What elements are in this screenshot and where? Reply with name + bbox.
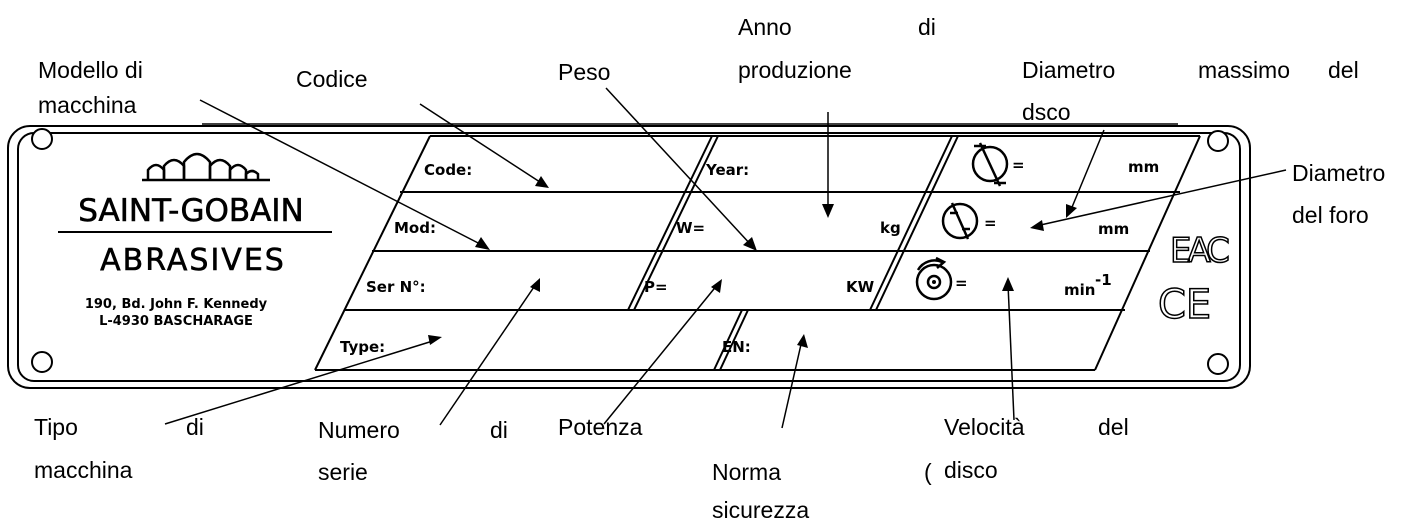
code-field-label: Code: — [424, 161, 472, 179]
address-line-2: L-4930 BASCHARAGE — [99, 314, 253, 329]
callout-tipo-line2: macchina — [34, 457, 133, 483]
outer-diameter-icon — [971, 142, 1009, 187]
callout-tipo-word2: di — [186, 414, 204, 440]
leader-arrowheads — [428, 176, 1077, 348]
callout-potenza: Potenza — [558, 414, 643, 440]
callout-velocita-line2: disco — [944, 457, 998, 483]
callout-tipo-word1: Tipo — [34, 414, 78, 440]
speed-equals: = — [955, 274, 968, 292]
power-field-label: P= — [644, 278, 668, 296]
power-unit: KW — [846, 278, 875, 296]
speed-unit-exponent: -1 — [1095, 271, 1112, 289]
callout-diametro-max-word1: Diametro — [1022, 57, 1115, 83]
bore-diameter-equals: = — [984, 214, 997, 232]
serial-field-label: Ser N°: — [366, 278, 426, 296]
callout-diametro-max-word3: del — [1328, 57, 1359, 83]
callout-norma-word1: Norma — [712, 459, 781, 485]
address-line-1: 190, Bd. John F. Kennedy — [85, 297, 268, 312]
brand-name: SAINT-GOBAIN — [78, 193, 303, 229]
callout-norma-line2: sicurezza — [712, 497, 809, 522]
callout-numero-word2: di — [490, 417, 508, 443]
type-field-label: Type: — [340, 338, 385, 356]
weight-unit: kg — [880, 219, 901, 237]
callout-diametro-foro-line2: del foro — [1292, 202, 1369, 228]
callout-anno-line2: produzione — [738, 57, 852, 83]
brand-subtitle: ABRASIVES — [100, 243, 286, 278]
callout-diametro-foro-line1: Diametro — [1292, 160, 1385, 186]
callout-modello-line1: Modello di — [38, 57, 143, 83]
speed-unit: min — [1064, 281, 1095, 299]
rotation-speed-icon — [915, 256, 953, 301]
ce-mark-icon: CE — [1158, 282, 1211, 328]
outer-diameter-equals: = — [1012, 156, 1025, 174]
callout-diametro-max-line2: dsco — [1022, 99, 1071, 125]
standard-field-label: EN: — [722, 338, 751, 356]
plate-outline — [7, 125, 1251, 389]
callout-anno-word2: di — [918, 14, 936, 40]
callout-modello-line2: macchina — [38, 92, 137, 118]
callout-diametro-max-word2: massimo — [1198, 57, 1290, 83]
callout-anno-word1: Anno — [738, 14, 792, 40]
weight-field-label: W= — [676, 219, 705, 237]
callout-norma-word2: ( — [924, 459, 932, 485]
callout-velocita-word2: del — [1098, 414, 1129, 440]
callout-codice: Codice — [296, 66, 368, 92]
outer-diameter-unit: mm — [1128, 158, 1159, 176]
plate-grid — [314, 135, 1201, 371]
leader-lines — [164, 87, 1287, 429]
callout-numero-word1: Numero — [318, 417, 400, 443]
model-field-label: Mod: — [394, 219, 436, 237]
callout-numero-line2: serie — [318, 459, 368, 485]
bore-diameter-unit: mm — [1098, 220, 1129, 238]
callout-peso: Peso — [558, 59, 610, 85]
mounting-holes — [31, 128, 1229, 375]
rotation-center-dot — [932, 280, 936, 284]
callout-velocita-word1: Velocità — [944, 414, 1025, 440]
bore-diameter-icon — [941, 202, 979, 240]
eac-mark-icon: EAC — [1170, 231, 1228, 271]
saint-gobain-arch-logo-icon — [142, 152, 270, 182]
year-field-label: Year: — [705, 161, 749, 179]
